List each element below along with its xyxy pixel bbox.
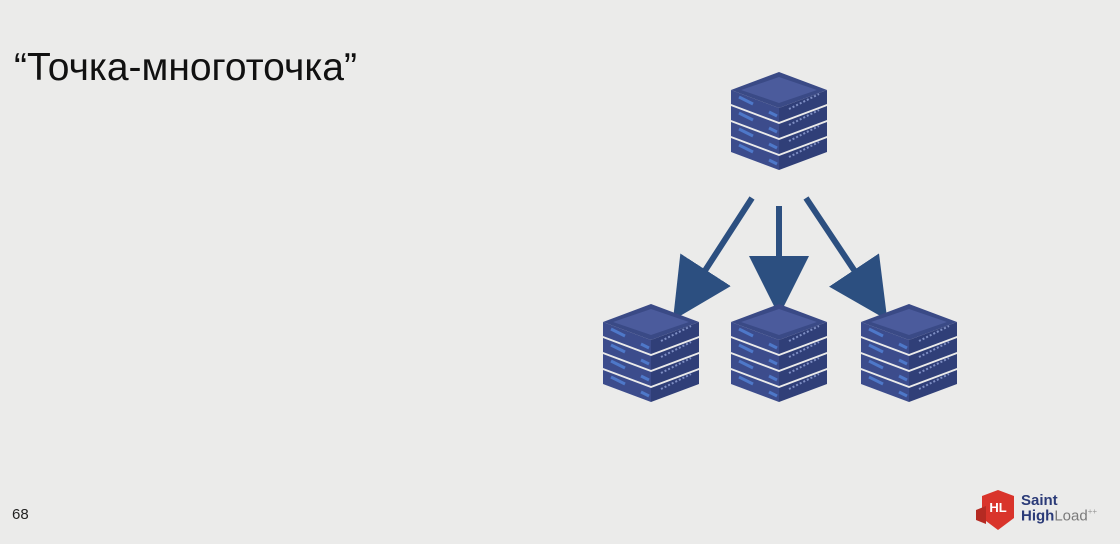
server-light — [768, 142, 778, 150]
server-light — [738, 143, 754, 154]
server-light — [640, 358, 650, 366]
server-light — [640, 390, 650, 398]
server-unit-right-face — [651, 370, 699, 402]
server-vent — [660, 357, 692, 374]
server-light — [768, 110, 778, 118]
server-top-panel — [613, 309, 689, 335]
server-light — [768, 126, 778, 134]
server-light — [868, 375, 884, 386]
server-light — [768, 158, 778, 166]
server-vent — [788, 109, 820, 126]
server-icon-source — [731, 72, 827, 170]
server-light — [610, 343, 626, 354]
server-top-panel — [741, 309, 817, 335]
server-light — [898, 358, 908, 366]
server-light — [610, 359, 626, 370]
arrow-right — [803, 196, 888, 320]
server-light — [738, 375, 754, 386]
server-light — [868, 327, 884, 338]
server-vent — [660, 341, 692, 358]
server-vent — [788, 141, 820, 158]
server-vent — [918, 373, 950, 390]
server-light — [640, 374, 650, 382]
logo-line2-bold: High — [1021, 507, 1055, 525]
server-vent — [788, 93, 820, 110]
server-unit-right-face — [779, 370, 827, 402]
server-unit-right-face — [909, 322, 957, 354]
server-light — [898, 342, 908, 350]
page-number: 68 — [12, 506, 29, 523]
server-unit-right-face — [779, 106, 827, 138]
server-light — [640, 342, 650, 350]
server-unit-right-face — [779, 338, 827, 370]
server-unit-right-face — [779, 122, 827, 154]
server-light — [868, 359, 884, 370]
logo-mark: ++ — [1087, 507, 1098, 516]
server-unit-right-face — [909, 354, 957, 386]
server-unit-right-face — [651, 338, 699, 370]
server-light — [768, 374, 778, 382]
server-icon-target-3 — [861, 304, 957, 402]
server-unit-right-face — [779, 322, 827, 354]
server-top-panel — [871, 309, 947, 335]
server-light — [738, 127, 754, 138]
server-light — [768, 342, 778, 350]
server-light — [768, 358, 778, 366]
saint-highload-logo-icon: HL — [976, 490, 1014, 530]
logo-line1: Saint — [1021, 492, 1058, 509]
server-vent — [660, 373, 692, 390]
server-light — [738, 359, 754, 370]
server-unit-right-face — [909, 370, 957, 402]
server-vent — [788, 125, 820, 142]
server-light — [738, 343, 754, 354]
server-light — [898, 374, 908, 382]
logo-line2-light: Load — [1054, 507, 1088, 525]
server-light — [738, 327, 754, 338]
server-icon-target-1 — [603, 304, 699, 402]
server-vent — [918, 341, 950, 358]
server-light — [868, 343, 884, 354]
server-vent — [660, 325, 692, 342]
server-vent — [788, 325, 820, 342]
server-unit-right-face — [651, 322, 699, 354]
server-light — [898, 390, 908, 398]
server-unit-right-face — [651, 354, 699, 386]
slide-subtitle: “Точка-многоточка” — [14, 46, 357, 89]
server-light — [738, 95, 754, 106]
server-light — [768, 390, 778, 398]
server-light — [738, 111, 754, 122]
server-vent — [788, 373, 820, 390]
server-icon-target-2 — [731, 304, 827, 402]
server-unit-right-face — [779, 90, 827, 122]
logo-text: Saint HighLoad++ — [1021, 493, 1097, 524]
server-unit-right-face — [779, 138, 827, 170]
arrow-left — [672, 196, 755, 321]
server-unit-right-face — [779, 354, 827, 386]
server-light — [610, 375, 626, 386]
server-top-panel — [741, 77, 817, 103]
server-vent — [918, 357, 950, 374]
logo-badge-text: HL — [989, 500, 1006, 515]
server-light — [610, 327, 626, 338]
server-vent — [788, 341, 820, 358]
server-vent — [788, 357, 820, 374]
server-unit-right-face — [909, 338, 957, 370]
server-vent — [918, 325, 950, 342]
